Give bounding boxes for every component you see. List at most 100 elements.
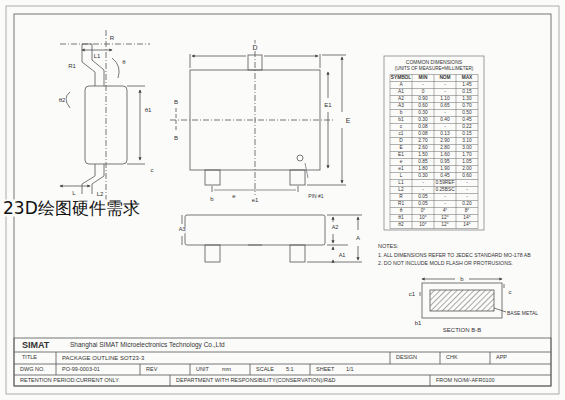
dimension-label: θ xyxy=(122,59,125,65)
table-cell: 0.45 xyxy=(440,174,449,179)
table-cell: - xyxy=(444,125,446,130)
table-cell: MIN xyxy=(419,76,428,81)
dimension-label: A xyxy=(356,235,360,241)
dimension-label: c xyxy=(151,167,154,173)
dimension-label: A3 xyxy=(179,227,186,233)
section-label: c1 xyxy=(409,291,415,297)
table-cell: SYMBOL xyxy=(391,76,412,81)
table-cell: - xyxy=(466,188,468,193)
table-cell: 0.30 xyxy=(418,118,427,123)
table-cell: E xyxy=(399,146,402,151)
section-label: b xyxy=(460,276,463,282)
title-block-text: SIMAT xyxy=(22,341,49,350)
table-cell: 0.15 xyxy=(462,90,471,95)
table-cell: c xyxy=(400,125,402,130)
dimension-label: e1 xyxy=(252,197,259,203)
dimension-label: E1 xyxy=(324,102,331,108)
table-cell: 0.85 xyxy=(418,160,427,165)
table-cell: 0.90 xyxy=(418,97,427,102)
note-text: 1. ALL DIMENSIONS REFER TO JEDEC STANDAR… xyxy=(378,253,531,258)
table-cell: 1.50 xyxy=(418,153,427,158)
table-cell: 0.08 xyxy=(418,125,427,130)
title-block-text: mm xyxy=(222,367,231,373)
table-cell: R1 xyxy=(398,202,404,207)
section-label: BASE METAL xyxy=(507,311,538,316)
table-cell: 1.05 xyxy=(462,160,471,165)
table-cell: b1 xyxy=(398,118,403,123)
table-cell: e xyxy=(400,160,403,165)
dimension-label: b xyxy=(210,196,213,202)
section-label: SECTION B-B xyxy=(443,327,481,333)
table-title: COMMON DIMENSIONS xyxy=(406,60,462,65)
table-cell: D xyxy=(399,139,402,144)
table-cell: 10° xyxy=(419,216,426,221)
dimension-label: A1 xyxy=(339,253,346,259)
note-text: 2. DO NOT INCLUDE MOLD FLASH OR PROTRUSI… xyxy=(378,261,513,266)
table-cell: 2.00 xyxy=(462,167,471,172)
table-cell: 1.60 xyxy=(440,153,449,158)
table-cell: 0.25BSC xyxy=(435,188,454,193)
dimension-label: PIN #1 xyxy=(308,194,323,199)
dimension-label: θ1 xyxy=(145,107,152,113)
table-cell: - xyxy=(422,83,424,88)
dimension-label: L2 xyxy=(97,191,104,197)
table-cell: θ xyxy=(400,209,403,214)
table-cell: 14° xyxy=(463,223,470,228)
dimension-label: L xyxy=(72,190,75,196)
table-cell: A2 xyxy=(398,97,404,102)
table-cell: 0.65 xyxy=(440,104,449,109)
title-block-text: Shanghai SIMAT Microelectronics Technolo… xyxy=(70,342,225,349)
title-block-text: APP xyxy=(496,355,507,361)
table-cell: NOM xyxy=(439,76,450,81)
table-cell: 2.80 xyxy=(440,146,449,151)
table-cell: 0.22 xyxy=(462,125,471,130)
table-cell: R xyxy=(399,195,402,200)
table-cell: - xyxy=(444,90,446,95)
table-cell: - xyxy=(444,195,446,200)
dimension-label: A2 xyxy=(332,225,339,231)
table-cell: 12° xyxy=(441,223,448,228)
table-cell: - xyxy=(422,188,424,193)
table-cell: - xyxy=(444,111,446,116)
table-cell: 0.60 xyxy=(462,174,471,179)
table-cell: 12° xyxy=(441,216,448,221)
table-cell: 1.80 xyxy=(418,167,427,172)
table-cell: 14° xyxy=(463,216,470,221)
dimension-label: e xyxy=(232,193,235,199)
table-cell: - xyxy=(422,181,424,186)
table-cell: - xyxy=(444,83,446,88)
title-block-text: SCALE xyxy=(256,367,274,373)
table-cell: 1.45 xyxy=(462,83,471,88)
table-rule xyxy=(434,75,435,229)
dimension-label: θ2 xyxy=(59,97,66,103)
title-block-text: 1/1 xyxy=(346,367,354,373)
table-cell: 8° xyxy=(465,209,470,214)
table-cell: L1 xyxy=(398,181,403,186)
table-cell: 3.10 xyxy=(462,139,471,144)
table-cell: - xyxy=(466,181,468,186)
table-cell: L2 xyxy=(398,188,403,193)
title-block-text: FROM NO/M/-AFR0100 xyxy=(436,378,495,384)
title-block-text: 5:1 xyxy=(286,367,294,373)
table-cell: E1 xyxy=(398,153,404,158)
table-cell: 0.50 xyxy=(462,111,471,116)
table-cell: L xyxy=(400,174,403,179)
table-cell: 0 xyxy=(422,90,425,95)
table-cell: 0.15 xyxy=(462,132,471,137)
table-rule xyxy=(456,75,457,229)
table-cell: 0.70 xyxy=(462,104,471,109)
table-cell: θ2 xyxy=(398,223,403,228)
dimension-label: B xyxy=(174,99,178,105)
table-cell: A xyxy=(399,83,402,88)
note-text: NOTES: xyxy=(378,244,398,250)
table-cell: A1 xyxy=(398,90,404,95)
table-cell: 0° xyxy=(421,209,426,214)
table-cell: 0.59REF xyxy=(436,181,455,186)
title-block-text: UNIT xyxy=(196,367,209,373)
dimension-label: L1 xyxy=(94,53,101,59)
table-cell: 1.10 xyxy=(440,97,449,102)
table-cell: - xyxy=(444,202,446,207)
table-cell: 0.05 xyxy=(418,202,427,207)
title-block-text: SHEET xyxy=(316,367,334,373)
